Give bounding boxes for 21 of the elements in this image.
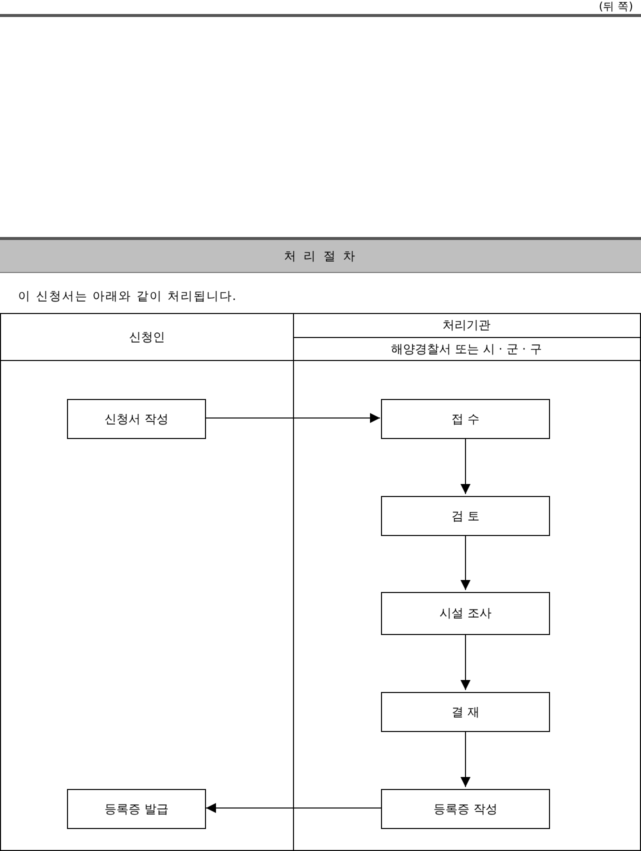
section-band: 처 리 절 차 bbox=[0, 237, 641, 273]
process-box: 결 재 bbox=[381, 692, 550, 732]
arrow bbox=[460, 634, 470, 690]
page-side-note: (뒤 쪽) bbox=[598, 0, 633, 14]
intro-text: 이 신청서는 아래와 같이 처리됩니다. bbox=[18, 288, 238, 305]
process-box: 접 수 bbox=[381, 399, 550, 439]
swimlane-column bbox=[293, 313, 641, 851]
process-box: 시설 조사 bbox=[381, 592, 550, 635]
process-box: 검 토 bbox=[381, 496, 550, 536]
arrow bbox=[460, 534, 470, 590]
arrow bbox=[460, 438, 470, 494]
arrow bbox=[206, 803, 382, 813]
lane-header: 신청인 bbox=[1, 314, 293, 361]
arrow bbox=[204, 413, 380, 423]
process-box: 등록증 작성 bbox=[381, 789, 550, 829]
process-box: 신청서 작성 bbox=[67, 399, 206, 439]
lane-header: 처리기관 bbox=[293, 314, 640, 338]
arrow bbox=[460, 730, 470, 788]
lane-subheader: 해양경찰서 또는 시 · 군 · 구 bbox=[293, 338, 640, 361]
process-box: 등록증 발급 bbox=[67, 789, 206, 829]
swimlane-column bbox=[0, 313, 294, 851]
